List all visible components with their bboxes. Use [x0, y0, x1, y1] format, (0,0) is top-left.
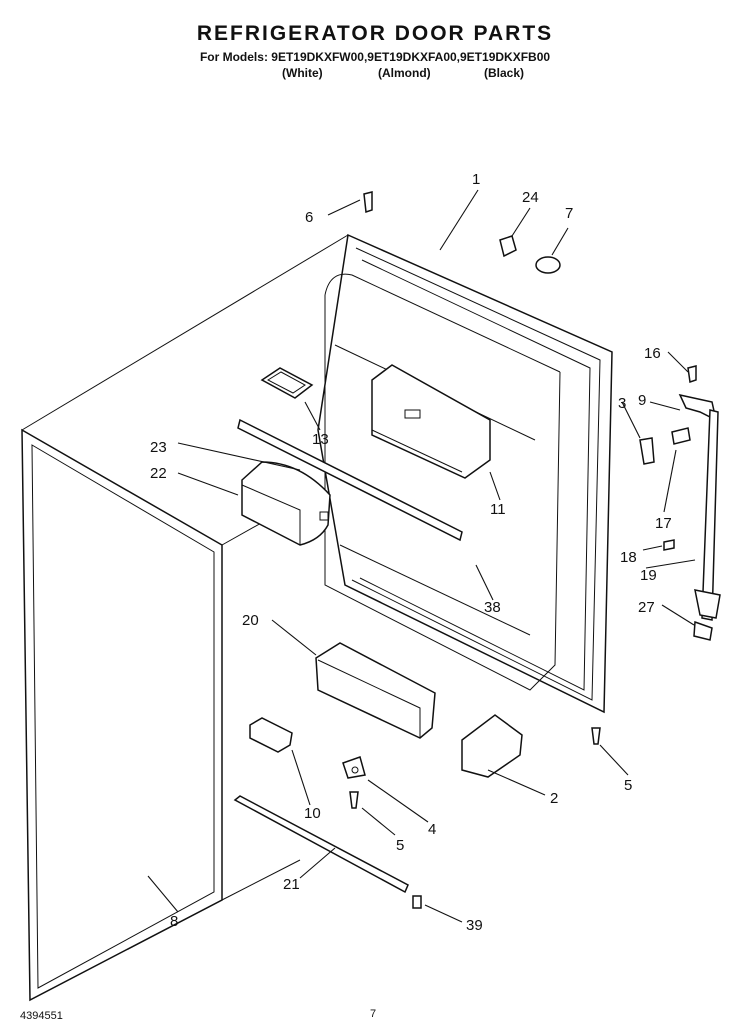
callout-2: 2: [550, 790, 558, 807]
upper-shelf-bin: [371, 364, 491, 479]
callout-21: 21: [283, 876, 300, 893]
bushing-24: [499, 235, 517, 258]
leader-lines: [147, 189, 696, 923]
callout-13: 13: [312, 431, 329, 448]
page-number: 7: [370, 1008, 377, 1020]
callout-24: 24: [522, 189, 539, 206]
callout-3: 3: [618, 395, 626, 412]
callout-5-bottom: 5: [396, 837, 404, 854]
door-handle: [461, 714, 523, 778]
screw-bottom: [349, 791, 359, 809]
callout-38: 38: [484, 599, 501, 616]
callout-8: 8: [170, 913, 178, 930]
door-gasket: [21, 428, 223, 1002]
callout-20: 20: [242, 612, 259, 629]
callout-4: 4: [428, 821, 436, 838]
callout-9: 9: [638, 392, 646, 409]
hinge-bracket: [249, 717, 293, 753]
callout-labels: 1 2 3 4 5 5 6 7 8 9 10 11 13 16 17 18 19…: [150, 171, 672, 934]
callout-5-right: 5: [624, 777, 632, 794]
callout-19: 19: [640, 567, 657, 584]
shelf-bar: [237, 418, 463, 542]
callout-6: 6: [305, 209, 313, 226]
callout-23: 23: [150, 439, 167, 456]
trim-strip: [233, 795, 409, 894]
screw-right: [591, 727, 601, 745]
callout-11: 11: [490, 501, 506, 518]
callout-17: 17: [655, 515, 672, 532]
model-numbers: For Models: 9ET19DKXFW00,9ET19DKXFA00,9E…: [199, 50, 551, 64]
callout-10: 10: [304, 805, 321, 822]
color-variants: (White) (Almond) (Black): [0, 66, 750, 82]
door-cover: [260, 367, 314, 399]
callout-39: 39: [466, 917, 483, 934]
callout-18: 18: [620, 549, 637, 566]
color-black: (Black): [484, 66, 525, 80]
callout-22: 22: [150, 465, 167, 482]
door-bin: [315, 642, 436, 739]
bottom-hinge: [342, 756, 366, 779]
callout-27: 27: [638, 599, 655, 616]
callout-1: 1: [472, 171, 480, 188]
end-cap: [412, 895, 422, 909]
top-hinge-pin: [363, 191, 373, 214]
document-number: 4394551: [20, 1010, 63, 1022]
callout-16: 16: [644, 345, 661, 362]
dairy-compartment: [241, 461, 331, 546]
color-almond: (Almond): [378, 66, 431, 80]
page-title: REFRIGERATOR DOOR PARTS: [196, 22, 554, 45]
top-hinge-assembly: [639, 365, 721, 641]
callout-7: 7: [565, 205, 573, 222]
plug-7: [535, 256, 561, 274]
color-white: (White): [282, 66, 323, 80]
